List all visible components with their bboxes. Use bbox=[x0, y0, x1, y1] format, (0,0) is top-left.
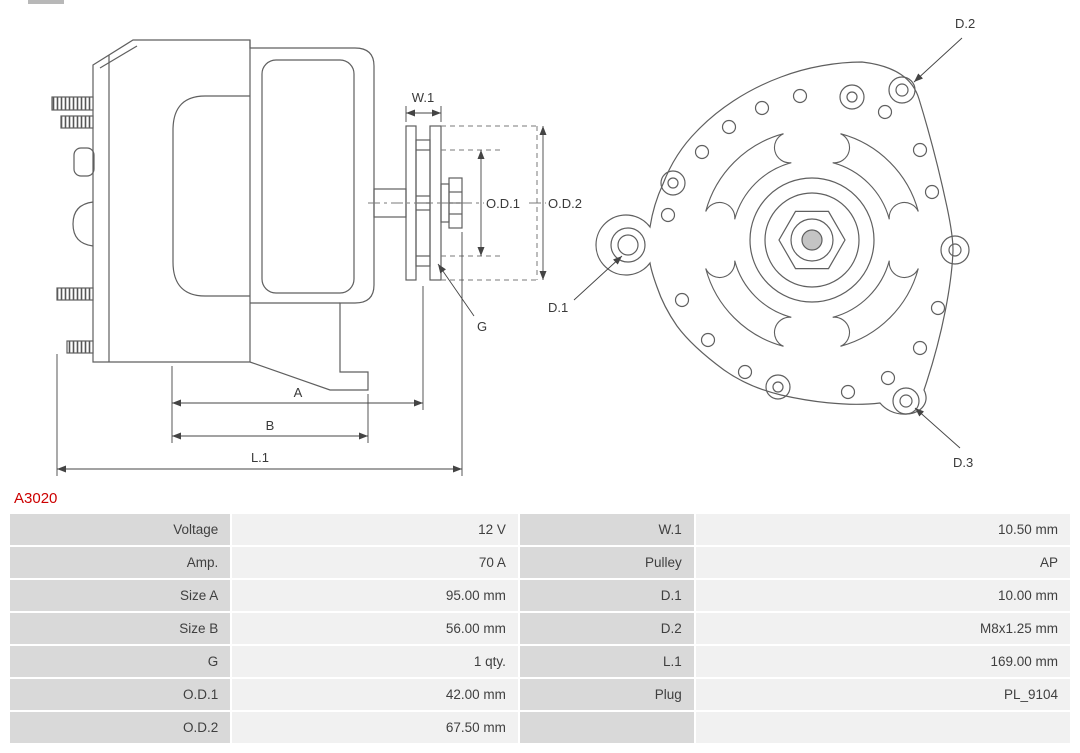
side-view bbox=[51, 39, 560, 391]
w1-label: W.1 bbox=[412, 90, 434, 105]
b-label: B bbox=[266, 418, 275, 433]
spec-label: G bbox=[10, 646, 231, 677]
d3-label: D.3 bbox=[953, 455, 973, 470]
spec-value: 95.00 mm bbox=[232, 580, 518, 611]
od2-label: O.D.2 bbox=[548, 196, 582, 211]
spec-value: PL_9104 bbox=[695, 679, 1070, 710]
spec-label: Voltage bbox=[10, 514, 231, 545]
spec-value: 12 V bbox=[232, 514, 518, 545]
spec-value: 10.00 mm bbox=[695, 580, 1070, 611]
od1-label: O.D.1 bbox=[486, 196, 520, 211]
spec-label: D.2 bbox=[519, 613, 694, 644]
front-housing bbox=[261, 59, 355, 294]
bolt-holes bbox=[660, 76, 970, 415]
spec-value: 10.50 mm bbox=[695, 514, 1070, 545]
front-view bbox=[595, 61, 970, 415]
od2-label-backing bbox=[546, 196, 590, 211]
spec-label: Plug bbox=[519, 679, 694, 710]
spec-row-voltage: Voltage 12 V W.1 10.50 mm bbox=[10, 514, 1070, 545]
spec-label: Pulley bbox=[519, 547, 694, 578]
leader-d2 bbox=[913, 37, 963, 83]
spec-table: Voltage 12 V W.1 10.50 mm Amp. 70 A Pull… bbox=[8, 512, 1072, 745]
leader-d3 bbox=[914, 407, 961, 449]
spec-value: AP bbox=[695, 547, 1070, 578]
g-label: G bbox=[477, 319, 487, 334]
l1-label: L.1 bbox=[251, 450, 269, 465]
d1-label: D.1 bbox=[548, 300, 568, 315]
rear-housing bbox=[51, 39, 375, 391]
dim-l1 bbox=[56, 232, 463, 476]
spec-label: Size A bbox=[10, 580, 231, 611]
leader-g bbox=[437, 263, 475, 317]
front-outline bbox=[595, 61, 954, 415]
spec-value: 67.50 mm bbox=[232, 712, 518, 743]
spec-value: 70 A bbox=[232, 547, 518, 578]
shaft-nut bbox=[778, 210, 846, 270]
spec-label bbox=[519, 712, 694, 743]
spec-value: 56.00 mm bbox=[232, 613, 518, 644]
spec-label: L.1 bbox=[519, 646, 694, 677]
terminal-stud bbox=[56, 287, 94, 301]
spec-label: W.1 bbox=[519, 514, 694, 545]
terminal-stud bbox=[51, 96, 94, 111]
spec-label: Size B bbox=[10, 613, 231, 644]
corner-artifact bbox=[28, 0, 64, 4]
spec-row-size-a: Size A 95.00 mm D.1 10.00 mm bbox=[10, 580, 1070, 611]
dim-w1 bbox=[405, 106, 442, 122]
spec-label: O.D.2 bbox=[10, 712, 231, 743]
spec-row-g: G 1 qty. L.1 169.00 mm bbox=[10, 646, 1070, 677]
diagram-svg: W.1 O.D.1 O.D.2 G A B L.1 bbox=[51, 16, 975, 476]
front-leaders bbox=[573, 37, 963, 449]
vent-holes bbox=[660, 88, 946, 400]
spec-row-od2: O.D.2 67.50 mm bbox=[10, 712, 1070, 743]
a-label: A bbox=[294, 385, 303, 400]
spec-row-od1: O.D.1 42.00 mm Plug PL_9104 bbox=[10, 679, 1070, 710]
terminal-stud bbox=[66, 340, 94, 354]
spec-label: D.1 bbox=[519, 580, 694, 611]
dim-b bbox=[172, 394, 369, 443]
dim-a bbox=[171, 286, 424, 443]
leader-d1 bbox=[573, 255, 623, 301]
projection-dashed-box bbox=[368, 125, 560, 281]
spec-value: 42.00 mm bbox=[232, 679, 518, 710]
dimensions bbox=[56, 106, 547, 476]
spec-label: Amp. bbox=[10, 547, 231, 578]
part-number: A3020 bbox=[14, 490, 58, 507]
spec-value: M8x1.25 mm bbox=[695, 613, 1070, 644]
d2-label: D.2 bbox=[955, 16, 975, 31]
mounting-ear bbox=[610, 227, 646, 263]
spec-label: O.D.1 bbox=[10, 679, 231, 710]
alternator-diagram: W.1 O.D.1 O.D.2 G A B L.1 bbox=[51, 16, 975, 476]
spec-row-size-b: Size B 56.00 mm D.2 M8x1.25 mm bbox=[10, 613, 1070, 644]
spec-row-amp: Amp. 70 A Pulley AP bbox=[10, 547, 1070, 578]
hub bbox=[749, 177, 875, 303]
spec-value: 1 qty. bbox=[232, 646, 518, 677]
terminal-stud bbox=[60, 115, 94, 129]
od1-label-backing bbox=[484, 196, 526, 211]
spec-value bbox=[695, 712, 1070, 743]
spec-value: 169.00 mm bbox=[695, 646, 1070, 677]
